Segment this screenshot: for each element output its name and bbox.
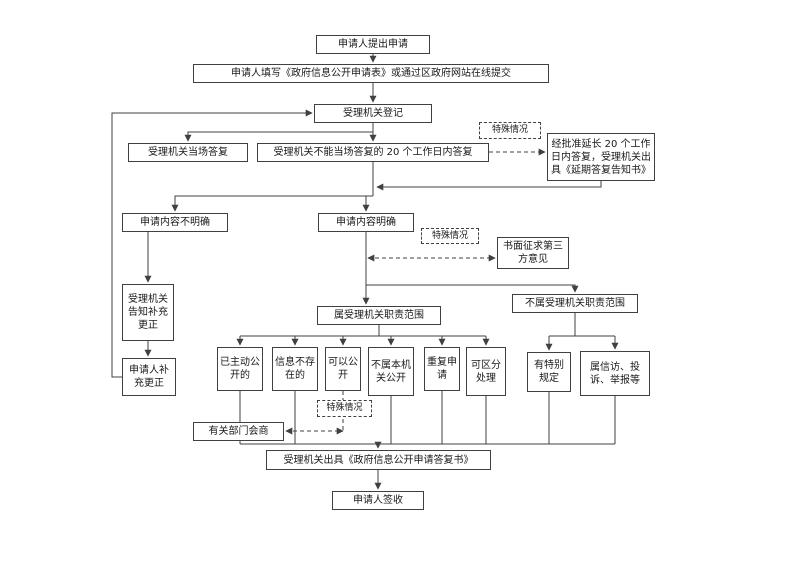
node-notify-supplement: 受理机关告知补充更正	[122, 284, 174, 341]
node-special-provisions: 有特别规定	[527, 352, 571, 392]
node-separable-handling: 可区分处理	[466, 347, 506, 396]
node-other-agency: 不属本机关公开	[368, 347, 414, 396]
node-fill-form: 申请人填写《政府信息公开申请表》或通过区政府网站在线提交	[193, 64, 549, 83]
node-within-scope: 属受理机关职责范围	[317, 306, 441, 325]
node-issue-reply-letter: 受理机关出具《政府信息公开申请答复书》	[266, 450, 491, 470]
node-applicant-submit: 申请人提出申请	[316, 35, 430, 54]
node-info-not-exist: 信息不存在的	[272, 347, 318, 391]
node-content-unclear: 申请内容不明确	[122, 213, 228, 232]
node-extension-reply: 经批准延长 20 个工作日内答复，受理机关出具《延期答复告知书》	[547, 133, 655, 181]
node-special-case-middle: 特殊情况	[421, 228, 479, 244]
node-onsite-reply: 受理机关当场答复	[128, 143, 248, 162]
node-register: 受理机关登记	[314, 104, 432, 123]
node-special-case-top: 特殊情况	[479, 122, 541, 139]
node-special-case-bottom: 特殊情况	[317, 400, 372, 417]
node-reply-within-20-days: 受理机关不能当场答复的 20 个工作日内答复	[257, 143, 489, 162]
node-repeated-request: 重复申请	[424, 347, 460, 391]
node-third-party-opinion: 书面征求第三方意见	[497, 237, 569, 269]
node-content-clear: 申请内容明确	[318, 213, 414, 232]
node-applicant-sign: 申请人签收	[332, 491, 424, 510]
node-can-disclose: 可以公开	[325, 347, 361, 391]
node-applicant-supplement: 申请人补充更正	[122, 358, 176, 396]
node-dept-consultation: 有关部门会商	[193, 422, 284, 441]
node-petition-complaint: 属信访、投诉、举报等	[580, 351, 650, 396]
node-already-disclosed: 已主动公开的	[217, 347, 263, 391]
node-outside-scope: 不属受理机关职责范围	[512, 294, 638, 313]
